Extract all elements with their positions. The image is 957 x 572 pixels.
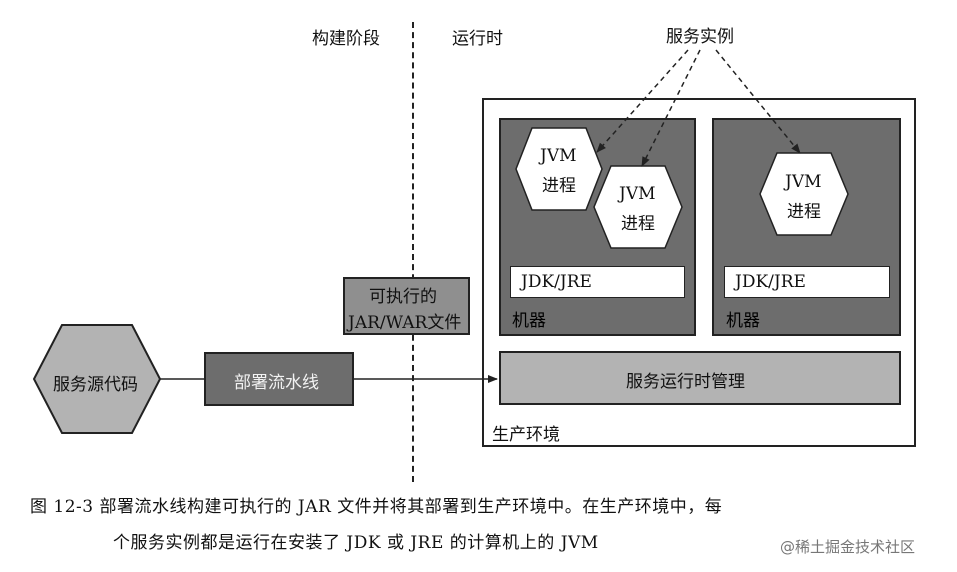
- jvm-hexagon-1: [515, 127, 603, 211]
- service-runtime-management: [499, 351, 901, 405]
- instance-arrow-2: [641, 49, 701, 167]
- jvm-3-label-line1: JVM: [785, 172, 822, 192]
- service-runtime-management-label: 服务运行时管理: [626, 372, 745, 392]
- figure-caption-line1: 图 12-3 部署流水线构建可执行的 JAR 文件并将其部署到生产环境中。在生产…: [30, 497, 723, 517]
- jvm-1-label-line1: JVM: [540, 146, 577, 166]
- jvm-2-label-line2: 进程: [621, 214, 655, 234]
- figure-caption-line2: 个服务实例都是运行在安装了 JDK 或 JRE 的计算机上的 JVM: [113, 533, 599, 553]
- instance-arrow-1: [596, 49, 689, 153]
- watermark-text: @稀土掘金技术社区: [780, 538, 916, 556]
- source-code-label: 服务源代码: [53, 375, 138, 395]
- jvm-hexagon-2: [593, 165, 683, 249]
- source-code-hexagon: [32, 324, 162, 434]
- artifact-label-line2: JAR/WAR文件: [348, 313, 462, 333]
- runtime-phase-label: 运行时: [452, 29, 503, 49]
- jvm-1-label-line2: 进程: [542, 176, 576, 196]
- jvm-2-label-line1: JVM: [619, 184, 656, 204]
- artifact-box: [343, 277, 470, 335]
- production-environment-label: 生产环境: [492, 425, 560, 445]
- phase-divider: [412, 22, 414, 482]
- deployment-pipeline: [204, 352, 354, 406]
- service-instances-label: 服务实例: [666, 27, 734, 47]
- jvm-3-label-line2: 进程: [787, 202, 821, 222]
- artifact-label-line1: 可执行的: [369, 287, 437, 307]
- machine-1-label: 机器: [512, 311, 546, 331]
- deployment-pipeline-label: 部署流水线: [234, 373, 319, 393]
- jvm-hexagon-3: [759, 152, 849, 236]
- instance-arrow-3: [715, 49, 801, 154]
- machine-1-jdk-label: JDK/JRE: [521, 272, 592, 292]
- build-phase-label: 构建阶段: [312, 29, 380, 49]
- machine-1-jdk: JDK/JRE: [510, 266, 685, 298]
- machine-2-jdk-label: JDK/JRE: [735, 272, 806, 292]
- machine-2-label: 机器: [726, 311, 760, 331]
- machine-2-jdk: JDK/JRE: [724, 266, 890, 298]
